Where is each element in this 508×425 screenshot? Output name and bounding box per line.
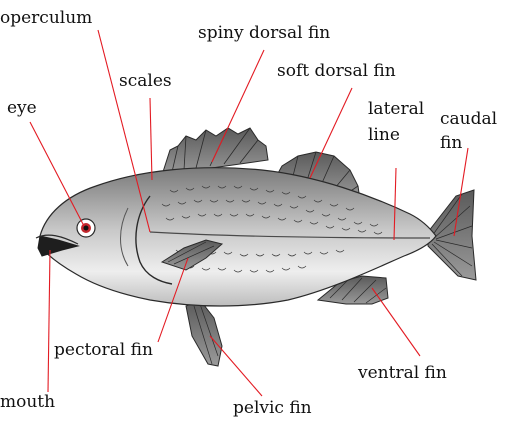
label-mouth: mouth (0, 394, 55, 411)
label-caudal: caudal (440, 111, 497, 128)
label-line: line (368, 127, 400, 144)
label-pectoral-fin: pectoral fin (54, 342, 153, 359)
leader-scales (150, 98, 152, 180)
leader-ventral (372, 288, 420, 356)
label-eye: eye (7, 100, 37, 117)
label-scales: scales (119, 73, 172, 90)
label-lateral: lateral (368, 101, 424, 118)
label-pelvic-fin: pelvic fin (233, 400, 312, 417)
label-soft-dorsal-fin: soft dorsal fin (277, 63, 396, 80)
pelvic-fin-shape (186, 300, 222, 366)
label-fin: fin (440, 135, 462, 152)
label-spiny-dorsal-fin: spiny dorsal fin (198, 25, 330, 42)
leader-mouth (48, 250, 50, 392)
label-operculum: operculum (0, 10, 92, 27)
label-ventral-fin: ventral fin (358, 365, 447, 382)
